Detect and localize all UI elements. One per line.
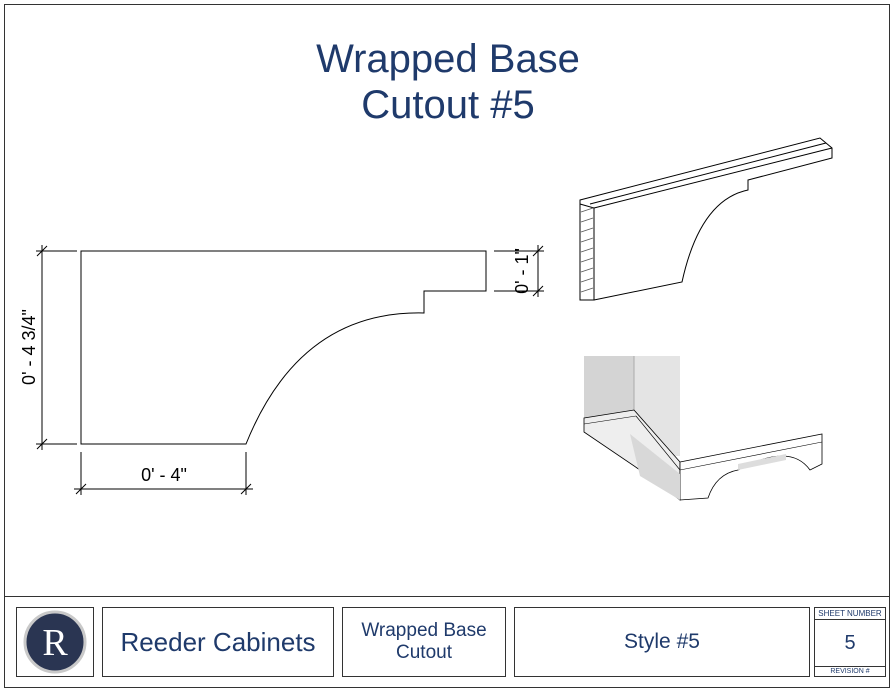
cabinet-base-render [583, 356, 823, 501]
width-dimension [74, 452, 253, 495]
cutout-profile [80, 250, 487, 445]
sheet-number-box: SHEET NUMBER 5 REVISION # [814, 607, 886, 677]
height-dimension [36, 245, 77, 450]
profile-drawing: 0' - 4 3/4" 0' - 4" 0' - 1" [19, 137, 833, 501]
drawing-sheet-border [4, 4, 890, 688]
width-dimension-label: 0' - 4" [141, 465, 187, 485]
sheet-title-line-2: Cutout [396, 642, 452, 663]
title-line-1: Wrapped Base [316, 37, 580, 81]
step-dimension [494, 245, 544, 297]
sheet-number-label: SHEET NUMBER [815, 608, 885, 620]
step-dimension-label: 0' - 1" [512, 248, 532, 294]
sheet-number: 5 [844, 631, 856, 654]
sheet-title-line-1: Wrapped Base [361, 620, 487, 641]
title-line-2: Cutout #5 [361, 83, 535, 127]
drawing-title: Wrapped Base Cutout #5 [0, 36, 896, 128]
logo-box: R [16, 607, 94, 677]
height-dimension-label: 0' - 4 3/4" [19, 309, 39, 385]
company-name: Reeder Cabinets [102, 607, 334, 677]
title-block: R Reeder Cabinets Wrapped Base Cutout St… [4, 596, 890, 688]
company-logo: R [23, 610, 87, 674]
sheet-title: Wrapped Base Cutout [342, 607, 506, 677]
svg-text:R: R [42, 622, 68, 664]
isometric-cutout-view [579, 137, 833, 301]
style-label: Style #5 [514, 607, 810, 677]
revision-label: REVISION # [815, 666, 885, 676]
